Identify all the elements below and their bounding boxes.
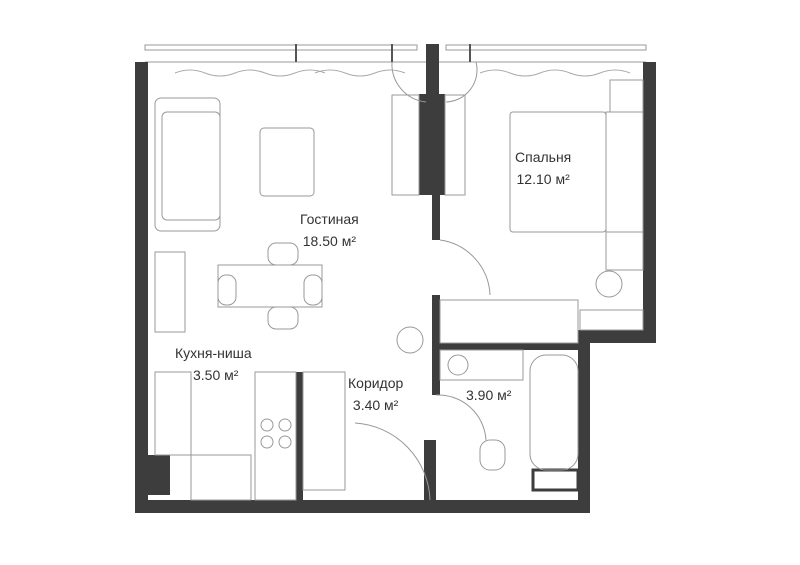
- room-label-living: Гостиная 18.50 м²: [300, 208, 359, 252]
- walls: [135, 44, 656, 513]
- room-area: 3.50 м²: [193, 367, 239, 383]
- room-area: 12.10 м²: [516, 171, 570, 187]
- room-label-corridor: Коридор 3.40 м²: [348, 372, 403, 416]
- windows: [144, 44, 647, 63]
- room-label-kitchen: Кухня-ниша 3.50 м²: [175, 342, 252, 386]
- room-name: Гостиная: [300, 211, 359, 227]
- room-name: Коридор: [348, 375, 404, 391]
- room-name: Кухня-ниша: [175, 345, 252, 361]
- room-label-bathroom: 3.90 м²: [466, 384, 511, 406]
- room-label-bedroom: Спальня 12.10 м²: [515, 146, 571, 190]
- furniture: [154, 61, 644, 501]
- curtains: [174, 69, 631, 77]
- room-name: Спальня: [515, 149, 572, 165]
- room-area: 3.90 м²: [466, 387, 512, 403]
- room-area: 3.40 м²: [352, 397, 399, 413]
- room-area: 18.50 м²: [302, 233, 356, 249]
